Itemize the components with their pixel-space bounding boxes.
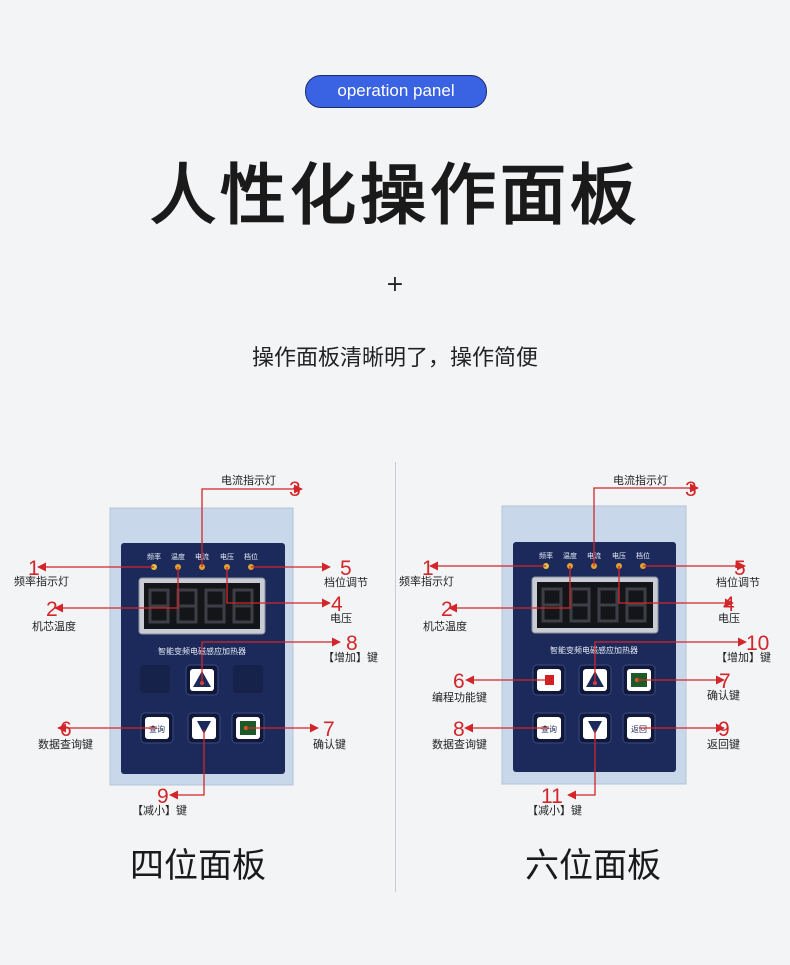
callout-voltage: 电压: [330, 612, 352, 625]
callout-num-decrease: 11: [541, 785, 563, 808]
callout-return: 返回键: [707, 737, 740, 751]
svg-text:电压: 电压: [220, 552, 234, 561]
callout-decrease: 【减小】键: [527, 803, 582, 817]
callout-query: 数据查询键: [38, 737, 93, 751]
caption-six-digit: 六位面板: [525, 846, 661, 886]
callout-num-freq: 1: [422, 557, 434, 580]
panel-keys: 查询 返回: [532, 664, 656, 744]
callout-voltage: 电压: [718, 612, 740, 625]
page-title: 人性化操作面板: [150, 157, 640, 234]
callout-query: 数据查询键: [432, 737, 487, 751]
callout-num-increase: 8: [346, 632, 358, 655]
svg-text:温度: 温度: [171, 552, 185, 561]
six-digit-panel: 频率 温度 电流 电压 档位 智能变频电磁感应加热器: [399, 473, 771, 817]
callout-gear: 档位调节: [716, 575, 760, 589]
seven-segment-display: [541, 587, 647, 623]
callout-num-voltage: 4: [723, 593, 735, 616]
svg-text:温度: 温度: [563, 551, 577, 560]
callout-confirm: 确认键: [313, 737, 346, 751]
operation-panel-badge: operation panel: [305, 75, 487, 108]
svg-text:频率: 频率: [539, 551, 553, 560]
callout-num-confirm: 7: [323, 718, 335, 741]
callout-num-increase: 10: [746, 632, 769, 655]
callout-confirm: 确认键: [707, 688, 740, 702]
svg-text:档位: 档位: [244, 552, 258, 561]
callout-core-temp: 机芯温度: [423, 619, 467, 633]
callout-gear: 档位调节: [324, 575, 368, 589]
column-divider: [395, 462, 396, 892]
callout-num-gear: 5: [340, 557, 352, 580]
callout-num-program: 6: [453, 670, 465, 693]
callout-num-confirm: 7: [719, 670, 731, 693]
callout-num-freq: 1: [28, 557, 40, 580]
callout-num-voltage: 4: [331, 593, 343, 616]
page-subtitle: 操作面板清晰明了，操作简便: [251, 346, 538, 371]
callout-current-light: 电流指示灯: [613, 473, 668, 487]
callout-decrease: 【减小】键: [132, 803, 187, 817]
seven-segment-display: [148, 588, 254, 624]
plus-sign: +: [385, 272, 405, 297]
svg-text:查询: 查询: [541, 724, 557, 734]
four-digit-panel: 频率 温度 电流 电压 档位 智能变频电磁感应加热器: [14, 473, 378, 817]
callout-num-query: 6: [60, 718, 72, 741]
callout-num-query: 8: [453, 718, 465, 741]
callout-num-current: 3: [289, 478, 301, 501]
callout-core-temp: 机芯温度: [32, 619, 76, 633]
svg-text:电压: 电压: [612, 551, 626, 560]
callout-increase: 【增加】键: [323, 650, 378, 664]
callout-current-light: 电流指示灯: [221, 473, 276, 487]
callout-num-temp: 2: [441, 598, 453, 621]
callout-num-return: 9: [718, 718, 730, 741]
svg-text:查询: 查询: [149, 724, 165, 734]
svg-text:频率: 频率: [147, 552, 161, 561]
callout-num-temp: 2: [46, 598, 58, 621]
callout-freq-light: 频率指示灯: [14, 574, 69, 588]
callout-program: 编程功能键: [432, 690, 487, 704]
svg-text:返回: 返回: [631, 725, 647, 734]
svg-text:档位: 档位: [636, 551, 650, 560]
panel-brand-text: 智能变频电磁感应加热器: [550, 645, 638, 655]
caption-four-digit: 四位面板: [130, 846, 266, 886]
callout-num-gear: 5: [734, 557, 746, 580]
callout-num-current: 3: [685, 478, 697, 501]
callout-increase: 【增加】键: [716, 650, 771, 664]
callout-freq-light: 频率指示灯: [399, 574, 454, 588]
callout-num-decrease: 9: [157, 785, 169, 808]
